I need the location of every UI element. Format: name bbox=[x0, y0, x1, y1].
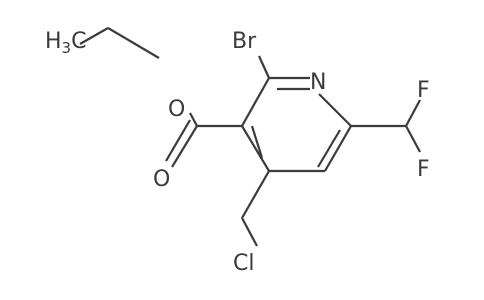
atom-labels: H3C O O Br N F F Cl bbox=[45, 29, 430, 276]
methyl-label: H3C bbox=[45, 29, 86, 57]
methyl-c: C bbox=[71, 29, 86, 54]
bond-cf2-fbottom bbox=[405, 125, 421, 153]
fluorine-bottom-atom: F bbox=[417, 157, 430, 182]
bond-cf2-ftop bbox=[405, 99, 421, 127]
bond-c4-c3 bbox=[241, 125, 270, 172]
bromine-atom: Br bbox=[232, 29, 257, 54]
chlorine-atom: Cl bbox=[233, 251, 254, 276]
bond-carbonyl-double-a bbox=[171, 125, 198, 168]
bond-ch2-o bbox=[107, 27, 160, 59]
bond-o-carbonylc bbox=[189, 112, 198, 127]
bond-ch2-cl bbox=[241, 217, 258, 247]
bond-c4-ch2 bbox=[241, 170, 270, 219]
bond-n-c6 bbox=[318, 93, 352, 127]
bonds bbox=[79, 27, 421, 247]
bond-c2-br bbox=[257, 55, 271, 79]
bond-c4-c3-inner bbox=[250, 125, 264, 159]
methyl-h: H bbox=[45, 29, 62, 54]
fluorine-top-atom: F bbox=[417, 78, 430, 103]
bond-c6-c5 bbox=[324, 125, 352, 172]
bond-carbonyl-double-b bbox=[165, 119, 191, 162]
methyl-subscript: 3 bbox=[62, 39, 72, 57]
nitrogen-atom: N bbox=[310, 70, 326, 95]
ester-oxygen: O bbox=[168, 97, 185, 122]
bond-c6-c5-inner bbox=[317, 129, 341, 168]
bond-c3-c2 bbox=[241, 77, 270, 127]
bond-ch3-ch2 bbox=[79, 27, 109, 45]
carbonyl-oxygen: O bbox=[153, 167, 170, 192]
